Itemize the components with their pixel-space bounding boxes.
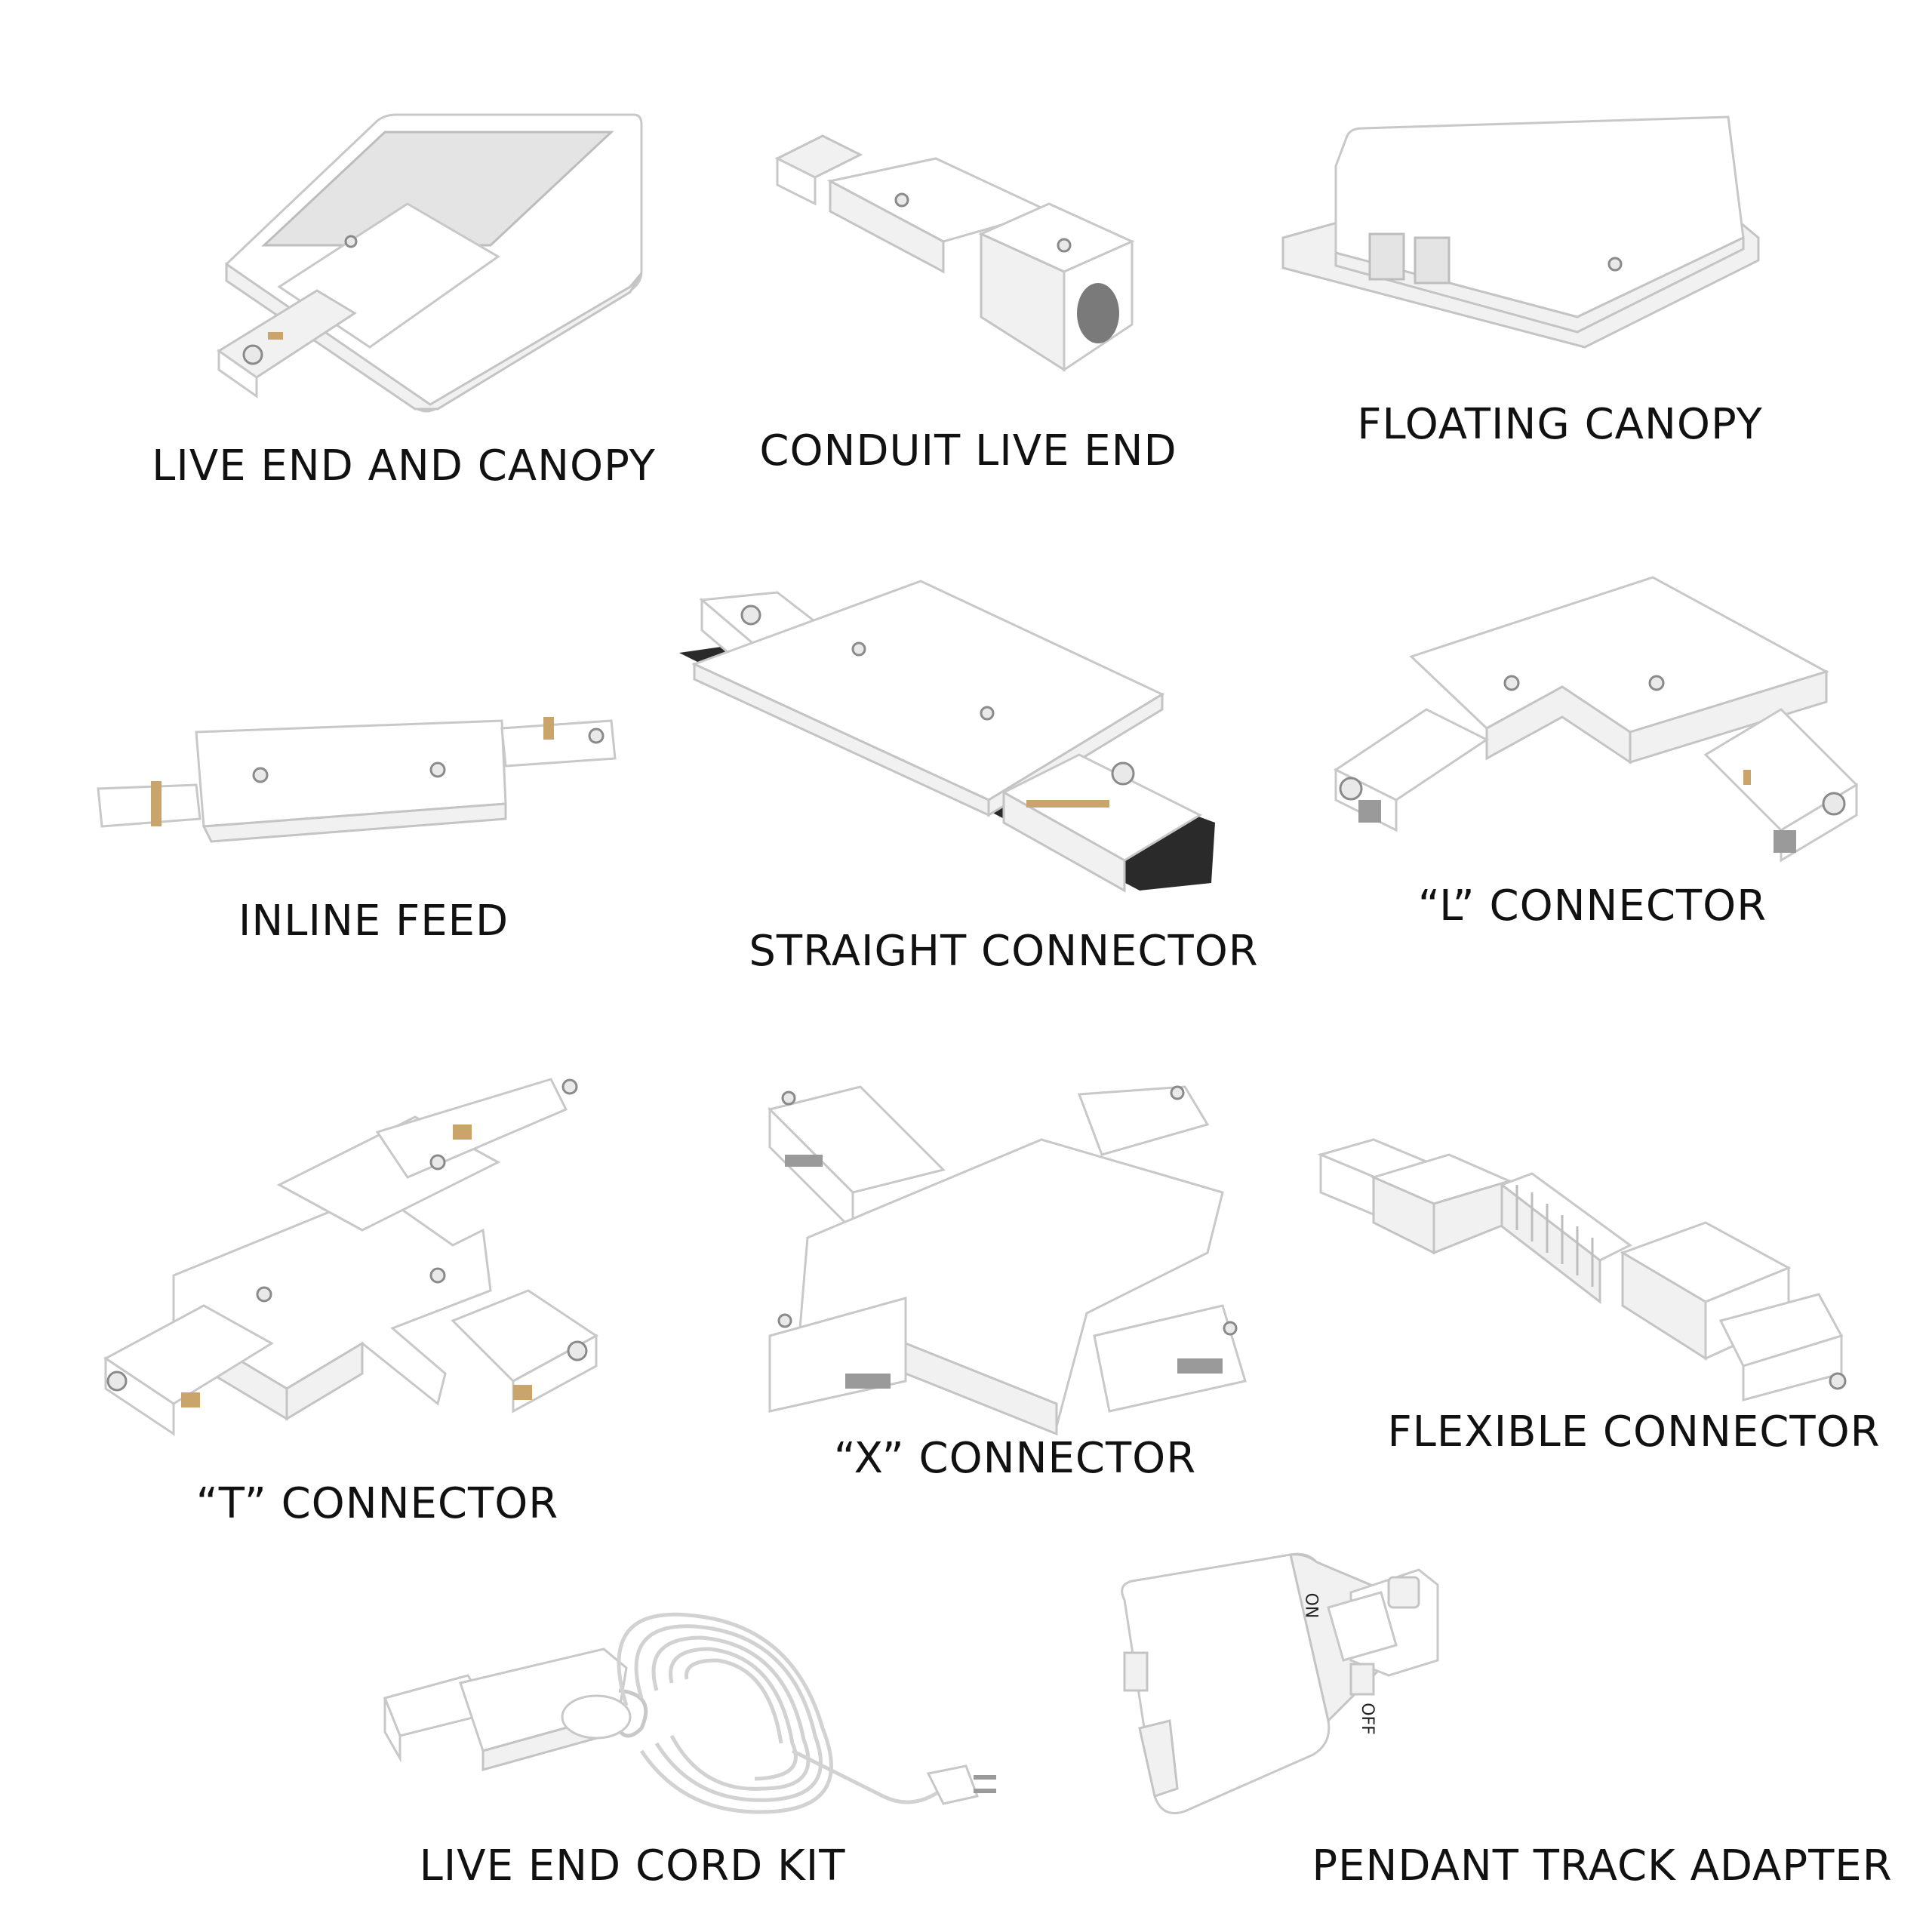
product-label: “L” CONNECTOR — [1417, 881, 1767, 931]
l-connector-icon — [1334, 576, 1859, 863]
product-label: FLEXIBLE CONNECTOR — [1387, 1407, 1881, 1457]
inline-feed-icon — [97, 717, 617, 843]
product-label: LIVE END CORD KIT — [419, 1841, 846, 1890]
product-label: PENDANT TRACK ADAPTER — [1312, 1841, 1893, 1890]
flexible-connector-icon — [1317, 1138, 1847, 1401]
pendant-track-adapter-icon — [1121, 1552, 1439, 1814]
product-label: STRAIGHT CONNECTOR — [749, 927, 1259, 976]
product-label: “T” CONNECTOR — [195, 1479, 559, 1528]
straight-connector-icon — [679, 580, 1215, 893]
live-end-canopy-icon — [217, 113, 643, 413]
product-label: “X” CONNECTOR — [833, 1434, 1197, 1483]
t-connector-icon — [103, 1078, 598, 1436]
product-label: FLOATING CANOPY — [1357, 400, 1763, 449]
switch-on-label: ON — [1301, 1592, 1321, 1619]
switch-off-label: OFF — [1357, 1703, 1377, 1735]
product-label: INLINE FEED — [238, 897, 509, 946]
bellows — [1499, 1172, 1632, 1305]
product-label: LIVE END AND CANOPY — [152, 441, 656, 491]
x-connector-icon — [768, 1085, 1247, 1436]
conduit-live-end-icon — [774, 134, 1135, 372]
live-end-cord-kit-icon — [383, 1612, 996, 1814]
product-label: CONDUIT LIVE END — [759, 426, 1177, 475]
floating-canopy-icon — [1281, 115, 1760, 349]
